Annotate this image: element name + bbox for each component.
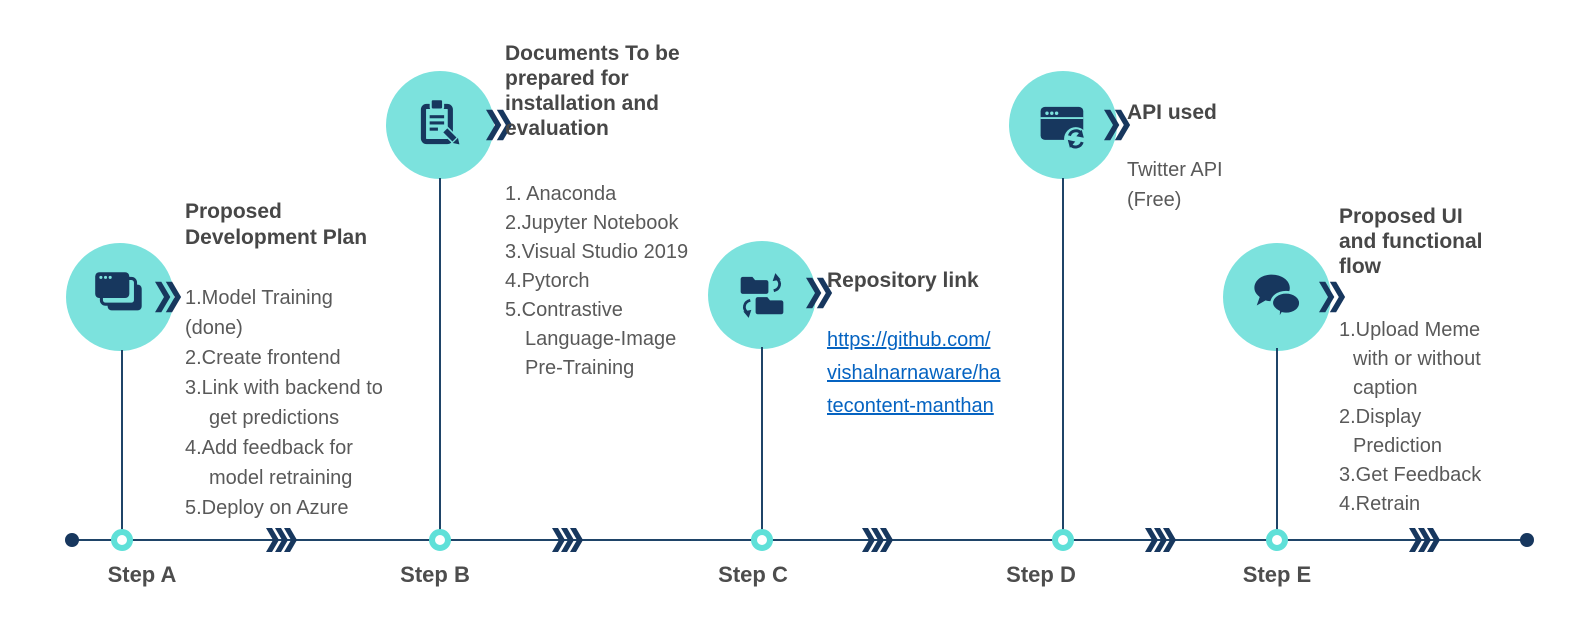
timeline-axis: [72, 539, 1527, 541]
connector-line: [761, 347, 763, 540]
body-line: Prediction: [1353, 435, 1442, 457]
double-chevron-icon: [1319, 281, 1346, 313]
step-e-label: Step E: [1242, 562, 1312, 587]
triple-chevron-icon: [1409, 528, 1440, 552]
body-line: (done): [185, 317, 243, 339]
double-chevron-icon: [1104, 109, 1131, 141]
folders-sync-icon: [740, 273, 784, 318]
step-b-body: 1. Anaconda 2.Jupyter Notebook 3.Visual St…: [505, 180, 775, 383]
double-chevron-icon: [806, 277, 833, 309]
timeline-node-c: [751, 529, 773, 551]
step-e-body: 1.Upload Meme with or without caption 2.Dis…: [1339, 316, 1579, 519]
step-d-body: Twitter API (Free): [1127, 155, 1337, 215]
connector-line: [1276, 348, 1278, 540]
triple-chevron-icon: [1145, 528, 1176, 552]
body-line: Pre-Training: [525, 357, 635, 379]
body-line: caption: [1353, 377, 1418, 399]
timeline-start-dot: [65, 533, 79, 547]
body-line: 4.Pytorch: [505, 270, 590, 292]
stacked-windows-icon: [95, 272, 142, 311]
double-chevron-icon: [486, 109, 513, 141]
body-line: 3.Visual Studio 2019: [505, 241, 689, 263]
step-circle-e: [1223, 243, 1331, 351]
body-line: 4.Retrain: [1339, 493, 1421, 515]
triple-chevron-icon: [552, 528, 583, 552]
body-line: Language-Image: [525, 328, 677, 350]
timeline-node-e: [1266, 529, 1288, 551]
timeline-node-b: [429, 529, 451, 551]
step-a-label: Step A: [107, 562, 177, 587]
step-d-title: API used: [1127, 101, 1217, 124]
body-line: 3.Get Feedback: [1339, 464, 1482, 486]
body-line: 1.Upload Meme: [1339, 319, 1481, 341]
timeline-node-a: [111, 529, 133, 551]
step-e-title: Proposed UI and functional flow: [1339, 205, 1483, 278]
timeline-node-d: [1052, 529, 1074, 551]
step-circle-d: [1009, 71, 1117, 179]
body-line: 3.Link with backend to: [185, 377, 383, 399]
chat-bubbles-icon: [1254, 274, 1302, 322]
triple-chevron-icon: [266, 528, 297, 552]
step-b-label: Step B: [400, 562, 470, 587]
step-circle-a: [66, 243, 174, 351]
body-line: 2.Display: [1339, 406, 1422, 428]
clipboard-pencil-icon: [420, 98, 460, 145]
connector-line: [1062, 178, 1064, 540]
body-line: Twitter API: [1127, 159, 1223, 181]
body-line: 1.Model Training: [185, 287, 333, 309]
step-a-title: Proposed Development Plan: [185, 200, 368, 249]
body-line: 5.Deploy on Azure: [185, 497, 349, 519]
timeline-end-dot: [1520, 533, 1534, 547]
step-c-title: Repository link: [827, 269, 979, 292]
step-circle-b: [386, 71, 494, 179]
triple-chevron-icon: [862, 528, 893, 552]
body-line: 4.Add feedback for: [185, 437, 353, 459]
window-refresh-icon: [1040, 106, 1088, 151]
body-line: (Free): [1127, 189, 1182, 211]
body-line: model retraining: [209, 467, 353, 489]
connector-line: [121, 350, 123, 540]
body-line: 5.Contrastive: [505, 299, 623, 321]
step-circle-c: [708, 241, 816, 349]
body-line: 2.Jupyter Notebook: [505, 212, 679, 234]
step-a-body: 1.Model Training (done) 2.Create frontend 3…: [185, 283, 455, 523]
body-line: 1. Anaconda: [505, 183, 617, 205]
repository-link[interactable]: https://github.com/ vishalnarnaware/ha t…: [827, 329, 1001, 417]
step-c-label: Step C: [718, 562, 788, 587]
connector-line: [439, 178, 441, 540]
body-line: get predictions: [209, 407, 340, 429]
step-d-label: Step D: [1006, 562, 1076, 587]
step-b-title: Documents To be prepared for installatio…: [505, 42, 680, 140]
body-line: with or without: [1353, 348, 1481, 370]
body-line: 2.Create frontend: [185, 347, 341, 369]
double-chevron-icon: [155, 281, 182, 313]
